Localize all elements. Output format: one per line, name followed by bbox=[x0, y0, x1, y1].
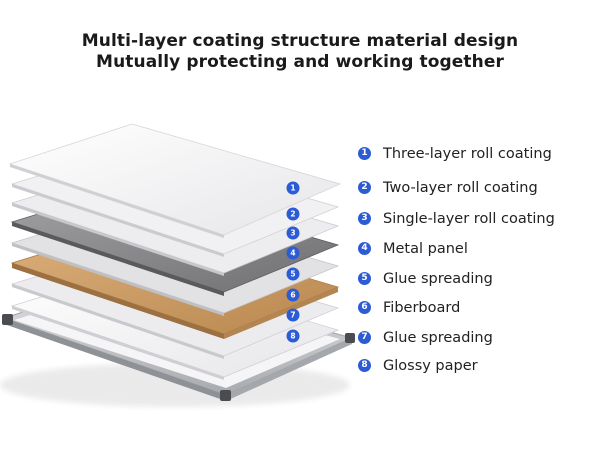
svg-text:3: 3 bbox=[290, 229, 295, 238]
legend-label: Three-layer roll coating bbox=[383, 146, 552, 162]
number-badge: 5 bbox=[358, 272, 371, 285]
svg-text:4: 4 bbox=[290, 249, 295, 258]
number-badge: 7 bbox=[358, 331, 371, 344]
svg-text:5: 5 bbox=[290, 270, 295, 279]
svg-text:2: 2 bbox=[290, 210, 295, 219]
legend-label: Metal panel bbox=[383, 241, 468, 257]
heading-line-2: Mutually protecting and working together bbox=[96, 52, 504, 72]
heading-line-1: Multi-layer coating structure material d… bbox=[81, 31, 519, 51]
legend-label: Two-layer roll coating bbox=[383, 180, 538, 196]
layer-badge: 3 bbox=[286, 226, 300, 240]
legend-label: Glossy paper bbox=[383, 358, 478, 374]
layer-badge: 5 bbox=[286, 267, 300, 281]
legend-label: Single-layer roll coating bbox=[383, 211, 555, 227]
number-badge: 3 bbox=[358, 212, 371, 225]
number-badge: 6 bbox=[358, 301, 371, 314]
legend-label: Fiberboard bbox=[383, 300, 461, 316]
layer-1-three-layer-roll-coating bbox=[8, 123, 342, 238]
number-badge: 1 bbox=[358, 147, 371, 160]
frame-corner-cap bbox=[220, 390, 231, 401]
layer-badge: 1 bbox=[286, 181, 300, 195]
frame-corner-cap bbox=[2, 314, 13, 325]
svg-text:8: 8 bbox=[290, 332, 295, 341]
layer-badge: 7 bbox=[286, 308, 300, 322]
layer-badge: 6 bbox=[286, 288, 300, 302]
legend-label: Glue spreading bbox=[383, 271, 493, 287]
layer-badge: 2 bbox=[286, 207, 300, 221]
layer-badge: 4 bbox=[286, 246, 300, 260]
number-badge: 2 bbox=[358, 181, 371, 194]
svg-text:7: 7 bbox=[290, 311, 295, 320]
number-badge: 4 bbox=[358, 242, 371, 255]
layer-badge: 8 bbox=[286, 329, 300, 343]
svg-text:6: 6 bbox=[290, 291, 295, 300]
svg-text:1: 1 bbox=[290, 184, 295, 193]
number-badge: 8 bbox=[358, 359, 371, 372]
frame-corner-cap bbox=[345, 333, 355, 343]
legend-label: Glue spreading bbox=[383, 330, 493, 346]
